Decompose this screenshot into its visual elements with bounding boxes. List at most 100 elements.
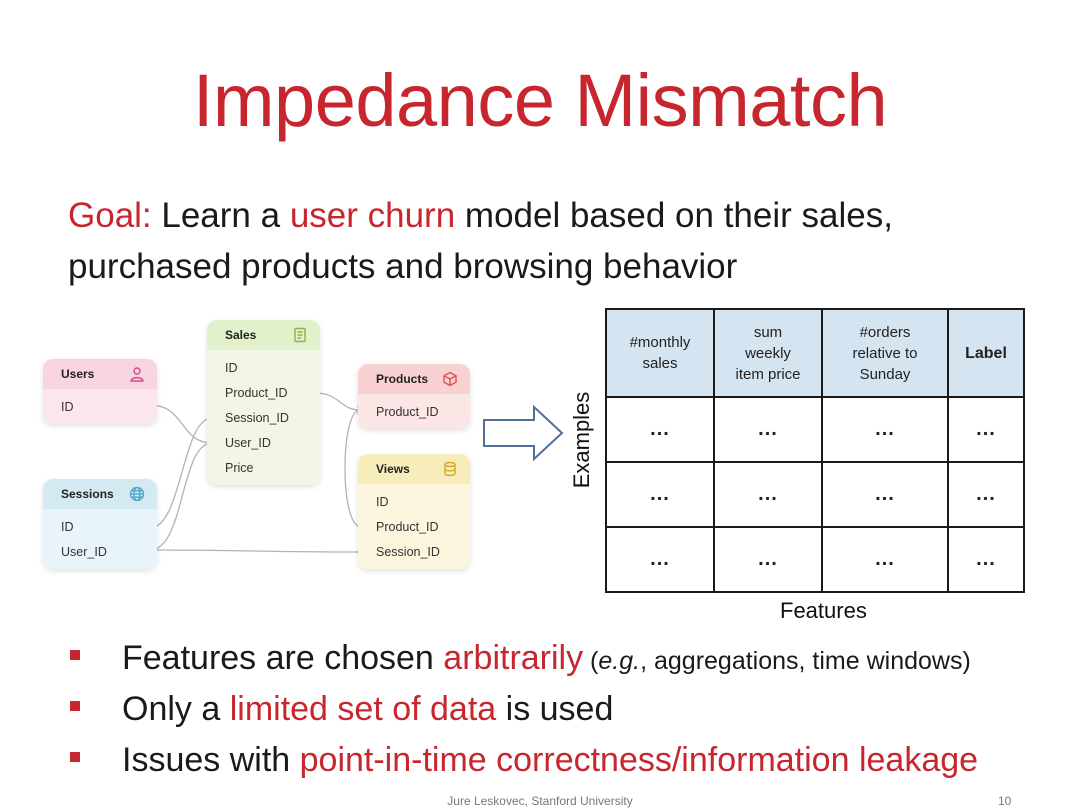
- users-table: Users ID: [43, 359, 157, 424]
- sales-field-session-id: Session_ID: [225, 411, 289, 425]
- goal-statement: Goal: Learn a user churn model based on …: [68, 190, 1028, 292]
- goal-label: Goal:: [68, 196, 152, 235]
- products-table-header: Products: [358, 364, 470, 394]
- table-row: ... ... ... ...: [605, 396, 1025, 463]
- users-table-name: Users: [61, 367, 95, 381]
- feature-table: #monthly sales sum weekly item price #order…: [605, 308, 1025, 593]
- bullet-3-pre: Issues with: [122, 741, 300, 779]
- bullet-marker: [70, 752, 80, 762]
- header-weekly-l1: sum: [753, 323, 783, 341]
- bullet-2-post: is used: [496, 690, 614, 728]
- sessions-table: Sessions ID User_ID: [43, 479, 157, 569]
- views-table-header: Views: [358, 454, 470, 484]
- table-cell: ...: [605, 396, 715, 463]
- bullet-text: Issues with point-in-time correctness/in…: [122, 738, 978, 782]
- bullet-text: Features are chosen arbitrarily (e.g., a…: [122, 636, 971, 683]
- users-field-id: ID: [61, 400, 74, 414]
- table-cell: ...: [713, 526, 823, 593]
- users-table-header: Users: [43, 359, 157, 389]
- receipt-icon: [292, 327, 308, 347]
- sales-field-id: ID: [225, 361, 238, 375]
- header-monthly-sales-l1: #monthly: [629, 334, 691, 351]
- examples-axis-label: Examples: [569, 391, 594, 489]
- table-cell: ...: [947, 461, 1025, 528]
- table-cell: ...: [821, 396, 949, 463]
- header-orders-l1: #orders: [859, 323, 911, 341]
- header-orders-sunday: #orders relative to Sunday: [821, 308, 949, 398]
- table-cell: ...: [713, 396, 823, 463]
- bullet-2-highlight: limited set of data: [229, 690, 497, 728]
- right-arrow-icon: [483, 405, 564, 461]
- sessions-table-header: Sessions: [43, 479, 157, 509]
- sales-table-body: ID Product_ID Session_ID User_ID Price: [207, 350, 320, 485]
- bullet-marker: [70, 650, 80, 660]
- bullet-list: Features are chosen arbitrarily (e.g., a…: [70, 636, 1050, 789]
- goal-text-2: model based on their sales,: [455, 196, 893, 235]
- table-cell: ...: [821, 461, 949, 528]
- bullet-item-1: Features are chosen arbitrarily (e.g., a…: [70, 636, 1050, 687]
- features-axis-label: Features: [780, 598, 867, 623]
- bullet-1-paren: (: [583, 647, 599, 675]
- header-label-text: Label: [965, 344, 1007, 362]
- database-icon: [442, 461, 458, 481]
- link-users-sales: [149, 404, 213, 444]
- link-sessions-views: [149, 549, 361, 553]
- bullet-1-highlight: arbitrarily: [443, 639, 584, 677]
- table-cell: ...: [821, 526, 949, 593]
- sessions-table-name: Sessions: [61, 487, 114, 501]
- sales-field-product-id: Product_ID: [225, 386, 288, 400]
- header-monthly-sales-l2: sales: [642, 355, 678, 372]
- products-table-body: Product_ID: [358, 394, 470, 429]
- goal-line-2: purchased products and browsing behavior: [68, 247, 738, 286]
- user-icon: [129, 366, 145, 386]
- sessions-field-id: ID: [61, 520, 74, 534]
- footer-credit: Jure Leskovec, Stanford University: [447, 794, 633, 808]
- table-row: ... ... ... ...: [605, 526, 1025, 593]
- header-weekly-l2: weekly: [745, 344, 791, 362]
- page-number: 10: [998, 794, 1012, 808]
- table-cell: ...: [947, 396, 1025, 463]
- table-cell: ...: [605, 526, 715, 593]
- table-cell: ...: [947, 526, 1025, 593]
- products-field-product-id: Product_ID: [376, 405, 439, 419]
- link-sales-products: [314, 392, 361, 411]
- views-field-id: ID: [376, 495, 389, 509]
- goal-highlight: user churn: [289, 196, 456, 235]
- bullet-3-highlight: point-in-time correctness/information le…: [299, 741, 979, 779]
- bullet-item-2: Only a limited set of data is used: [70, 687, 1050, 738]
- header-monthly-sales: #monthly sales: [605, 308, 715, 398]
- bullet-marker: [70, 701, 80, 711]
- table-cell: ...: [605, 461, 715, 528]
- link-sessions-sales-1: [149, 417, 213, 529]
- header-orders-l2: relative to: [852, 344, 918, 362]
- link-products-views: [344, 409, 361, 527]
- link-sessions-sales-2: [149, 442, 213, 551]
- header-weekly-l3: item price: [735, 365, 801, 383]
- views-table-body: ID Product_ID Session_ID: [358, 484, 470, 569]
- globe-icon: [129, 486, 145, 506]
- table-cell: ...: [713, 461, 823, 528]
- bullet-2-pre: Only a: [122, 690, 230, 728]
- products-table-name: Products: [376, 372, 429, 386]
- bullet-1-pre: Features are chosen: [122, 639, 444, 677]
- feature-table-header: #monthly sales sum weekly item price #order…: [605, 308, 1025, 398]
- products-table: Products Product_ID: [358, 364, 470, 429]
- bullet-1-eg: e.g.: [598, 647, 641, 675]
- sales-field-user-id: User_ID: [225, 436, 271, 450]
- users-table-body: ID: [43, 389, 157, 424]
- views-field-session-id: Session_ID: [376, 545, 440, 559]
- bullet-text: Only a limited set of data is used: [122, 687, 613, 731]
- schema-diagram: Users ID Sales ID Product_ID Session_ID …: [0, 300, 480, 590]
- sales-table-header: Sales: [207, 320, 320, 350]
- header-weekly-item-price: sum weekly item price: [713, 308, 823, 398]
- table-row: ... ... ... ...: [605, 461, 1025, 528]
- header-orders-l3: Sunday: [859, 365, 911, 383]
- slide-title: Impedance Mismatch: [192, 59, 888, 142]
- header-label: Label: [947, 308, 1025, 398]
- sessions-table-body: ID User_ID: [43, 509, 157, 569]
- views-table-name: Views: [376, 462, 410, 476]
- cube-icon: [442, 371, 458, 391]
- views-table: Views ID Product_ID Session_ID: [358, 454, 470, 569]
- sales-table: Sales ID Product_ID Session_ID User_ID P…: [207, 320, 320, 485]
- goal-text-1: Learn a: [151, 196, 290, 235]
